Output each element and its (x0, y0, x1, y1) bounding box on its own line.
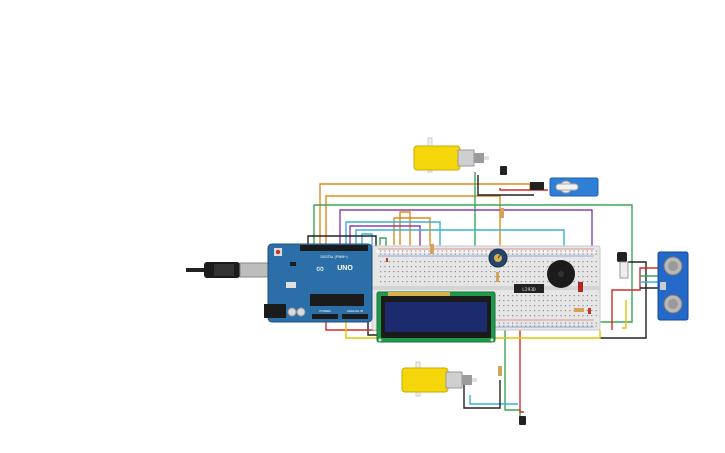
digital-header (300, 245, 368, 251)
arduino-uno[interactable]: DIGITAL (PWM~) ∞ UNO POWER ANALOG IN (186, 243, 373, 323)
l293d-chip: L293D (514, 284, 544, 293)
arduino-logo-icon: ∞ (316, 263, 324, 275)
wire-red-1 (325, 320, 378, 331)
wire-black-3 (600, 261, 647, 339)
ic-label: L293D (522, 287, 536, 293)
wire-red-4 (611, 267, 660, 330)
resistor-icon (430, 208, 584, 376)
power-header (312, 314, 338, 319)
top-switch (500, 166, 507, 175)
dc-gear-motor-icon[interactable] (413, 137, 489, 173)
board-brand: UNO (337, 265, 353, 272)
wire-black-2 (477, 175, 534, 196)
wires (307, 172, 660, 418)
analog-header (342, 314, 368, 319)
wire-green-1 (313, 204, 633, 323)
piezo-buzzer-icon[interactable] (547, 260, 575, 288)
lcd-screen (385, 302, 487, 332)
power-header-label: POWER (319, 309, 331, 313)
wire-green-3 (504, 330, 521, 418)
wire-black-4 (463, 380, 501, 409)
led-icon (386, 258, 591, 314)
usb-cable-icon (186, 262, 269, 278)
wire-blue-4 (469, 395, 518, 405)
transistor-icon (617, 252, 629, 279)
wire-orange-2 (325, 195, 501, 250)
power-jack (264, 304, 286, 318)
ultrasonic-sensor-icon[interactable] (657, 251, 689, 321)
servo-motor-icon[interactable] (530, 177, 599, 197)
wire-black-5 (367, 318, 378, 336)
potentiometer-icon[interactable] (488, 248, 508, 268)
atmega-chip (310, 294, 364, 306)
wire-yellow-2 (622, 300, 627, 329)
dc-gear-motor-bottom-icon[interactable] (401, 361, 477, 397)
lcd-16x2[interactable] (376, 291, 496, 343)
digital-header-label: DIGITAL (PWM~) (320, 255, 347, 259)
wire-red-3 (519, 330, 524, 413)
bottom-switch (519, 416, 526, 425)
lcd-pins (388, 292, 450, 296)
analog-header-label: ANALOG IN (347, 309, 363, 313)
